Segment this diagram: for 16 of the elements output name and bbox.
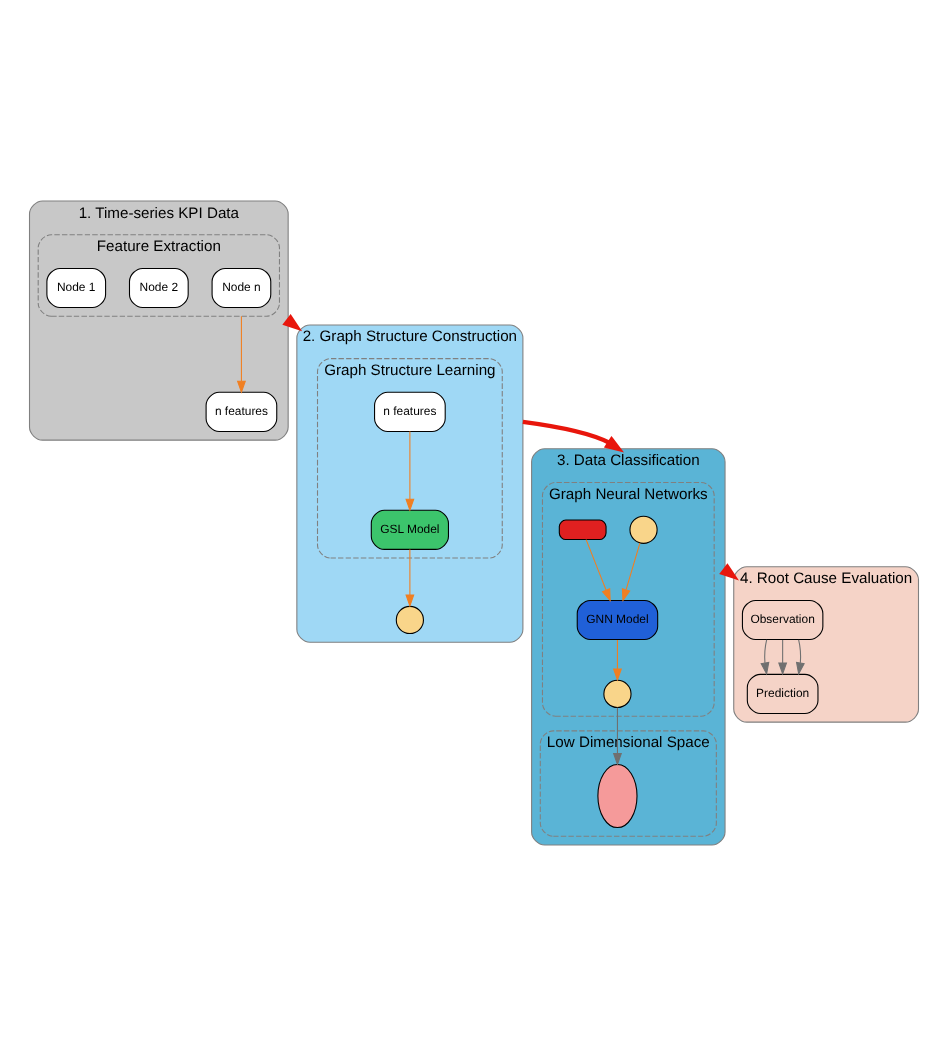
node-bar: [558, 518, 607, 540]
node-circle: [629, 514, 658, 543]
arrow: [585, 538, 611, 601]
arrow: [778, 638, 788, 675]
arrow: [522, 418, 625, 452]
node-circle: [395, 604, 424, 634]
arrow: [760, 638, 770, 675]
arrow: [405, 430, 415, 511]
arrow: [612, 638, 623, 681]
arrow: [795, 638, 805, 675]
arrow: [612, 706, 623, 766]
arrow: [405, 548, 415, 607]
node-ellipse: [597, 763, 638, 828]
node-circle: [603, 678, 632, 708]
arrow: [236, 314, 246, 393]
arrow: [621, 541, 641, 601]
